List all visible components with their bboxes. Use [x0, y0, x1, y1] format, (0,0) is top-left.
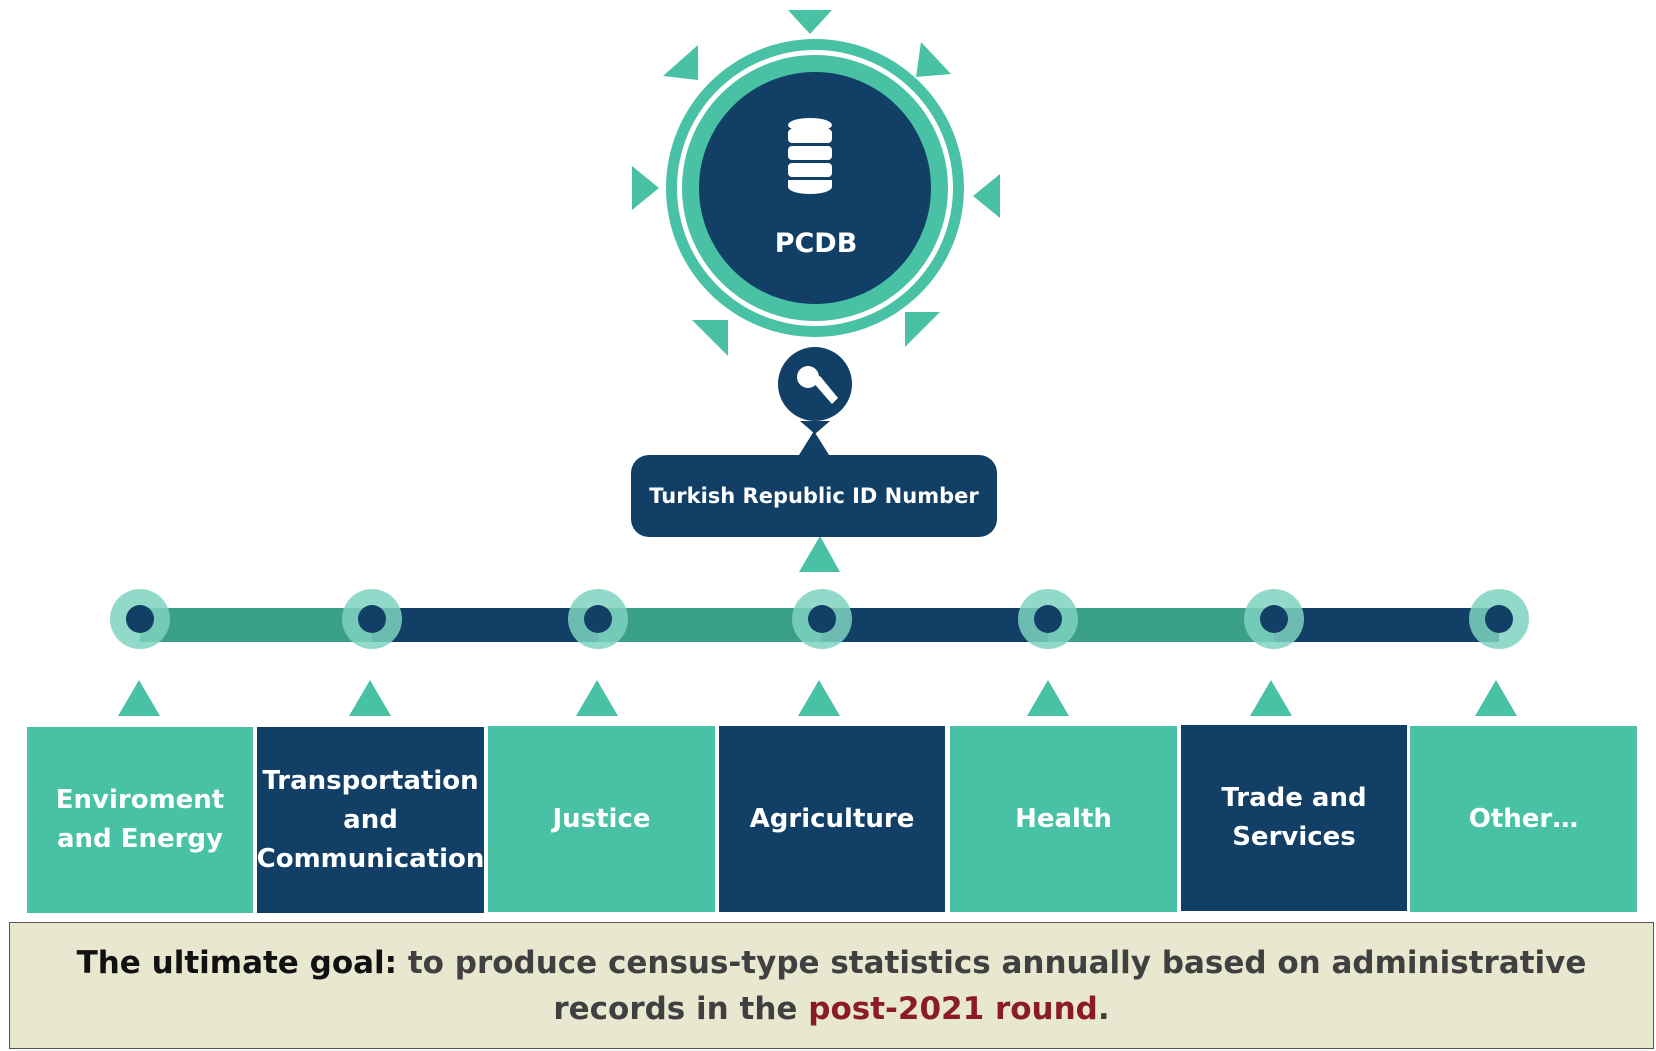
sector-box: Enviroment and Energy [27, 727, 253, 913]
bus-node-dot [1260, 605, 1288, 633]
bus-segment-3 [598, 608, 822, 642]
inbound-arrow-upper-right [916, 42, 951, 77]
bus-to-callout-arrow [799, 536, 840, 572]
sector-up-arrows [118, 680, 1517, 716]
bus-node-dot [1034, 605, 1062, 633]
goal-body: to produce census-type statistics annual… [397, 944, 1587, 1027]
sector-up-arrow [349, 680, 391, 716]
bus-node [1469, 589, 1529, 649]
inbound-arrow-lower-right [905, 312, 940, 347]
sector-label: Enviroment and Energy [55, 785, 225, 854]
key-badge [778, 347, 852, 434]
key-icon [797, 366, 838, 404]
sector-up-arrow [798, 680, 840, 716]
sector-box: Health [950, 726, 1177, 912]
bus-node [792, 589, 852, 649]
sector-label: Justice [552, 803, 651, 834]
sector-box: Transportation and Communication [257, 727, 484, 913]
sector-up-arrow [576, 680, 618, 716]
bus-segment-2 [372, 608, 598, 642]
sector-up-arrow [1027, 680, 1069, 716]
inbound-arrow-right [973, 174, 1000, 218]
goal-lead: The ultimate goal: [76, 944, 398, 981]
bus-node-dot [1485, 605, 1513, 633]
id-number-callout: Turkish Republic ID Number [631, 431, 997, 537]
sector-label: Health [1015, 803, 1112, 834]
sector-label: Trade and Services [1221, 783, 1367, 852]
bus-node [1018, 589, 1078, 649]
sector-box: Other… [1410, 726, 1637, 912]
pcdb-label: PCDB [774, 228, 858, 259]
inbound-arrow-top [788, 10, 832, 34]
bus-segment-4 [822, 608, 1048, 642]
sector-label: Agriculture [749, 803, 915, 834]
database-icon [788, 118, 832, 194]
goal-end: . [1097, 990, 1110, 1027]
inbound-arrow-upper-left [663, 45, 698, 80]
bus-node-dot [808, 605, 836, 633]
bus-node-dot [358, 605, 386, 633]
bus-nodes [110, 589, 1529, 649]
bus-node [342, 589, 402, 649]
bus-segment-5 [1048, 608, 1274, 642]
bus-node [1244, 589, 1304, 649]
sector-box: Trade and Services [1181, 725, 1407, 911]
sector-up-arrow [1250, 680, 1292, 716]
sector-label: Transportation and Communication [256, 765, 485, 874]
id-number-label: Turkish Republic ID Number [649, 484, 979, 508]
bus-node [568, 589, 628, 649]
goal-statement: The ultimate goal: to produce census-typ… [9, 922, 1654, 1049]
bus-node-dot [584, 605, 612, 633]
sector-label: Other… [1468, 803, 1579, 834]
key-to-callout-connector [800, 421, 830, 434]
inbound-arrow-left [632, 166, 659, 210]
inbound-arrow-lower-left [692, 320, 728, 356]
sector-box: Justice [488, 726, 715, 912]
data-bus [140, 608, 1499, 642]
bus-segment-6 [1274, 608, 1499, 642]
bus-node-dot [126, 605, 154, 633]
bus-node [110, 589, 170, 649]
sector-up-arrow [1475, 680, 1517, 716]
sector-box: Agriculture [719, 726, 945, 912]
bus-segment-1 [140, 608, 372, 642]
sector-up-arrow [118, 680, 160, 716]
inbound-arrows [632, 10, 1000, 356]
goal-accent: post-2021 round [808, 990, 1098, 1027]
